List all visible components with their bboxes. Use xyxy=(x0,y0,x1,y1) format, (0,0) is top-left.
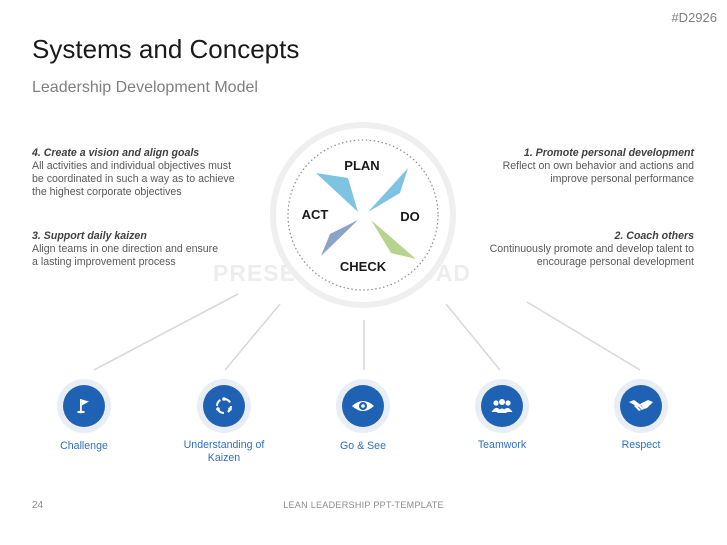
connector-line xyxy=(93,293,239,371)
principle-label: Challenge xyxy=(24,440,144,453)
act-arrow xyxy=(321,220,358,256)
plan-label: PLAN xyxy=(344,158,379,173)
block-kaizen-line: a lasting improvement process xyxy=(32,256,176,268)
block-vision-line: the highest corporate objectives xyxy=(32,186,182,198)
principle-kaizen xyxy=(197,379,251,433)
principle-label-line: Understanding of xyxy=(183,439,265,451)
connector-line xyxy=(445,303,501,371)
page-number: 24 xyxy=(32,500,44,511)
block-vision-heading: 4. Create a vision and align goals xyxy=(32,147,200,159)
block-promote-line: Reflect on own behavior and actions and xyxy=(502,160,694,172)
connector-line xyxy=(224,303,281,371)
slide-id: #D2926 xyxy=(671,10,717,25)
plan-arrow xyxy=(316,173,358,212)
pdca-diagram: PLAN DO CHECK ACT xyxy=(270,122,456,308)
footer-title: LEAN LEADERSHIP PPT-TEMPLATE xyxy=(283,500,444,510)
team-icon xyxy=(481,385,523,427)
block-kaizen-heading: 3. Support daily kaizen xyxy=(32,230,147,242)
check-label: CHECK xyxy=(340,259,387,274)
act-label: ACT xyxy=(302,207,329,222)
page-subtitle: Leadership Development Model xyxy=(32,79,258,96)
principle-label: Understanding of Kaizen xyxy=(164,439,284,465)
block-coach-line: encourage personal development xyxy=(536,256,694,268)
block-coach-heading: 2. Coach others xyxy=(614,230,694,242)
handshake-icon xyxy=(620,385,662,427)
principle-label: Teamwork xyxy=(442,439,562,452)
block-promote-heading: 1. Promote personal development xyxy=(523,147,694,159)
do-label: DO xyxy=(400,209,420,224)
principle-label: Respect xyxy=(581,439,701,452)
block-coach-line: Continuously promote and develop talent … xyxy=(489,243,694,255)
principle-respect xyxy=(614,379,668,433)
check-arrow xyxy=(371,220,416,259)
principle-label-line: Respect xyxy=(621,439,661,451)
block-kaizen-line: Align teams in one direction and ensure xyxy=(32,243,219,255)
block-kaizen: 3. Support daily kaizen Align teams in o… xyxy=(32,230,272,269)
principle-label-line: Kaizen xyxy=(207,452,241,464)
block-vision-line: be coordinated in such a way as to achie… xyxy=(32,173,235,185)
eye-icon xyxy=(342,385,384,427)
page-title: Systems and Concepts xyxy=(32,34,300,64)
principle-teamwork xyxy=(475,379,529,433)
principle-go-see xyxy=(336,379,390,433)
block-promote-line: improve personal performance xyxy=(550,173,694,185)
flag-icon xyxy=(63,385,105,427)
block-vision-line: All activities and individual objectives… xyxy=(32,160,232,172)
principle-label-line: Challenge xyxy=(60,440,108,452)
block-coach: 2. Coach others Continuously promote and… xyxy=(434,230,694,269)
block-promote: 1. Promote personal development Reflect … xyxy=(434,147,694,186)
principle-label: Go & See xyxy=(303,440,423,453)
principle-label-line: Teamwork xyxy=(477,439,527,451)
principle-challenge xyxy=(57,379,111,433)
cycle-icon xyxy=(203,385,245,427)
block-vision: 4. Create a vision and align goals All a… xyxy=(32,147,272,199)
do-arrow xyxy=(368,168,408,212)
pdca-dashed-circle xyxy=(287,139,439,291)
principle-label-line: Go & See xyxy=(340,440,386,452)
connector-line xyxy=(526,301,641,371)
